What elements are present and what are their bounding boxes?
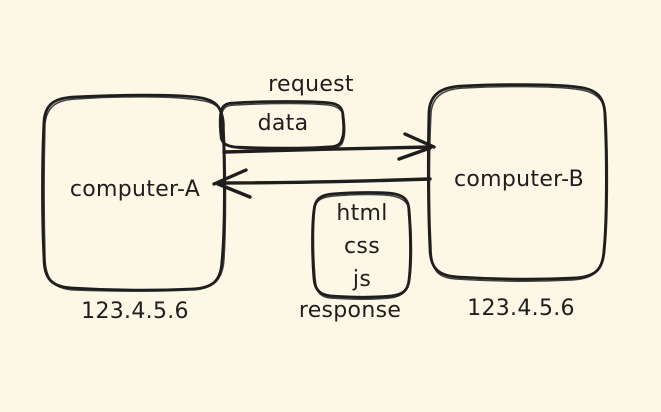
request-caption: request <box>268 72 354 97</box>
response-payload-line-css: css <box>344 234 380 259</box>
request-payload-label: data <box>257 111 309 136</box>
computer-b-label: computer-B <box>454 167 584 192</box>
computer-b-box <box>426 83 609 282</box>
response-caption: response <box>298 298 402 323</box>
computer-a-box <box>41 93 227 292</box>
request-arrow <box>222 132 436 161</box>
response-payload-lines: html css js <box>336 197 387 296</box>
response-payload-line-html: html <box>336 201 388 226</box>
response-arrow <box>212 168 432 199</box>
computer-b-ip: 123.4.5.6 <box>467 296 575 321</box>
computer-a-label: computer-A <box>69 177 201 202</box>
computer-a-ip: 123.4.5.6 <box>81 299 189 324</box>
response-payload-box <box>311 191 413 300</box>
response-payload-line-js: js <box>352 267 372 292</box>
